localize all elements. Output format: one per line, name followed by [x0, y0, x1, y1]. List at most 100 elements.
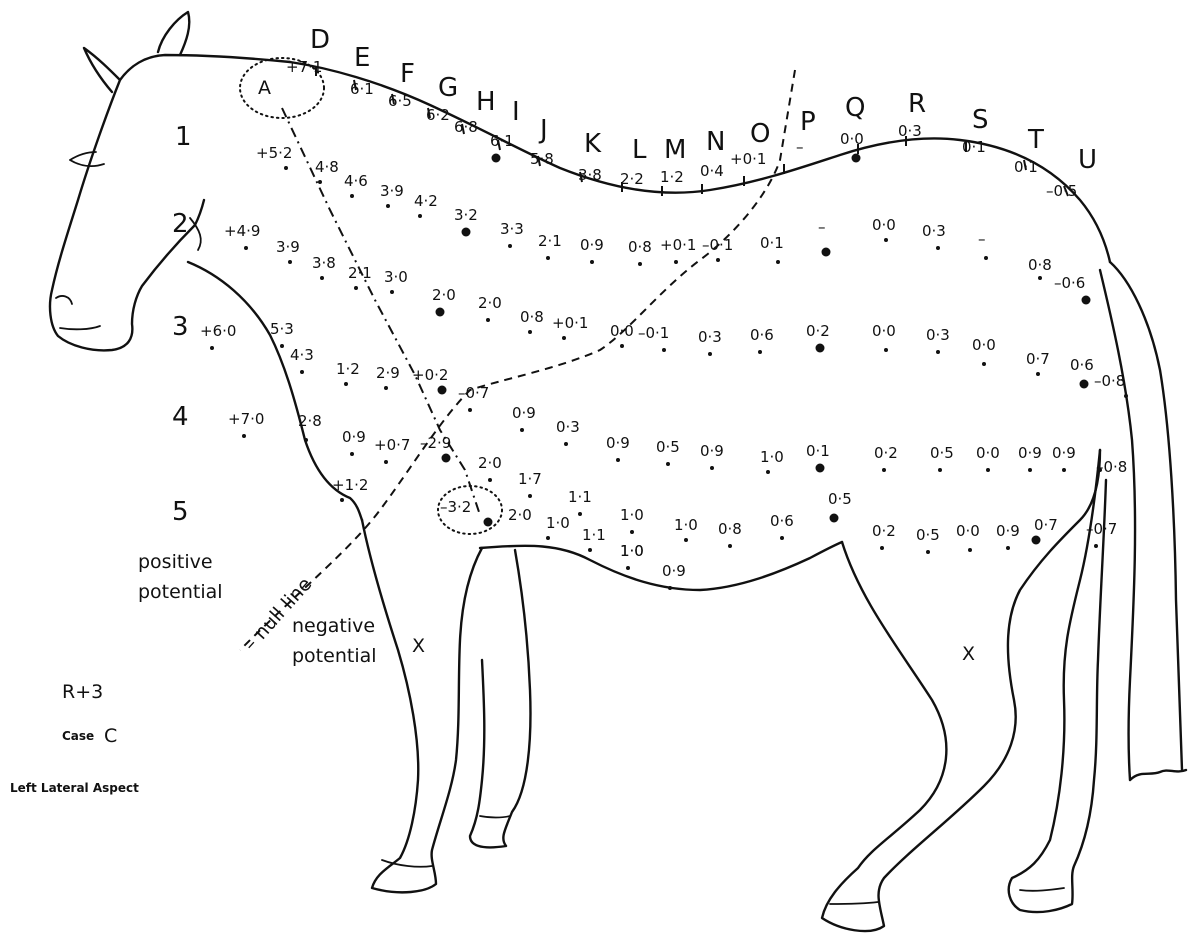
row-number: 5 [172, 497, 189, 527]
marker-x-hind: X [962, 643, 975, 665]
electrode-dot [758, 350, 762, 354]
value-label: 0·0 [872, 216, 896, 234]
column-letter: U [1078, 145, 1097, 175]
electrode-dot [884, 238, 888, 242]
electrode-dot [390, 290, 394, 294]
value-label: 2·0 [432, 286, 456, 304]
electrode-dot [776, 260, 780, 264]
column-letter: P [800, 107, 816, 137]
value-label: 6·5 [388, 92, 412, 110]
value-label: +7·0 [228, 410, 264, 428]
value-label: +7·1 [286, 58, 322, 76]
marker-x-front: X [412, 635, 425, 657]
value-label: 0·6 [1070, 356, 1094, 374]
electrode-dot-large [816, 344, 825, 353]
value-label: +1·2 [332, 476, 368, 494]
row1-values: +5·2 4·8 4·6 3·9 4·2 3·2 3·3 2·1 0·9 0·8… [256, 144, 1085, 292]
value-label: 0·5 [916, 526, 940, 544]
value-label: 0·6 [750, 326, 774, 344]
electrode-dot [508, 244, 512, 248]
value-label: –0·7 [458, 384, 489, 402]
head [50, 55, 290, 350]
electrode-dot-large [1082, 296, 1091, 305]
value-label: 0·0 [610, 322, 634, 340]
column-letter: M [664, 135, 686, 165]
nostril [56, 296, 72, 304]
electrode-dot [578, 512, 582, 516]
electrode-dot [1094, 544, 1098, 548]
value-label: 0·0 [840, 130, 864, 148]
value-label: 6·1 [350, 80, 374, 98]
value-label: 0·0 [976, 444, 1000, 462]
value-label: 0·9 [700, 442, 724, 460]
value-label: 5·8 [530, 150, 554, 168]
column-letter: N [706, 127, 725, 157]
hoof-line-hind-near [830, 902, 878, 904]
value-label: 0·2 [872, 522, 896, 540]
value-label: +0·7 [374, 436, 410, 454]
value-label: – [796, 138, 804, 156]
value-label: +0·2 [412, 366, 448, 384]
electrode-dot [588, 548, 592, 552]
ear-front [158, 12, 189, 55]
column-letter: L [632, 135, 647, 165]
electrode-dot [626, 566, 630, 570]
column-letter: D [310, 25, 330, 55]
electrode-dot [210, 346, 214, 350]
value-label: 3·3 [500, 220, 524, 238]
value-label: 0·3 [922, 222, 946, 240]
electrode-dot [880, 546, 884, 550]
value-label: 2·9 [376, 364, 400, 382]
electrode-dot [780, 536, 784, 540]
value-label: 4·8 [315, 158, 339, 176]
column-letter: R [908, 89, 926, 119]
electrode-dot [630, 530, 634, 534]
positive-label: positive [138, 551, 213, 573]
value-label: 0·9 [1018, 444, 1042, 462]
value-label: 0·1 [760, 234, 784, 252]
value-label: +0·1 [660, 236, 696, 254]
electrode-dot [354, 286, 358, 290]
electrode-dot-large [816, 464, 825, 473]
value-label: 2·0 [508, 506, 532, 524]
row-number: 4 [172, 402, 189, 432]
value-label: 6·8 [454, 118, 478, 136]
value-label: 2·1 [538, 232, 562, 250]
value-label: 1·0 [674, 516, 698, 534]
electrode-dot [716, 258, 720, 262]
electrode-dot [468, 408, 472, 412]
electrode-dot-large [830, 514, 839, 523]
value-label: 6·1 [490, 132, 514, 150]
value-label: 0·3 [556, 418, 580, 436]
electrode-dot [668, 586, 672, 590]
value-label: –0·8 [1096, 458, 1127, 476]
column-letter: O [750, 119, 770, 149]
electrode-dot-large [484, 518, 493, 527]
row-number: 1 [175, 122, 192, 152]
value-label: +4·9 [224, 222, 260, 240]
electrode-dot [344, 382, 348, 386]
value-label: 0·1 [962, 138, 986, 156]
column-letter: J [538, 115, 548, 145]
electrode-dot [304, 438, 308, 442]
value-label: 3·0 [384, 268, 408, 286]
value-label: 0·0 [872, 322, 896, 340]
electrode-dot [936, 350, 940, 354]
r-value: R+3 [62, 681, 103, 703]
hoof-line-front-far [480, 816, 510, 818]
electrode-dot-large [852, 154, 861, 163]
electrode-dot [318, 180, 322, 184]
electrode-dot [280, 344, 284, 348]
electrode-dot [616, 458, 620, 462]
value-label: 0·7 [1026, 350, 1050, 368]
value-label: 2·1 [348, 264, 372, 282]
column-letter: S [972, 105, 989, 135]
value-label: 0·3 [926, 326, 950, 344]
value-label: –0·8 [1094, 372, 1125, 390]
case-prefix: Case [62, 729, 94, 743]
value-label: 3·9 [276, 238, 300, 256]
row5-values: +1·2 –3·2 2·0 1·0 1·1 1·0 0·9 [332, 476, 686, 580]
value-label: 0·9 [512, 404, 536, 422]
electrode-dot [384, 386, 388, 390]
